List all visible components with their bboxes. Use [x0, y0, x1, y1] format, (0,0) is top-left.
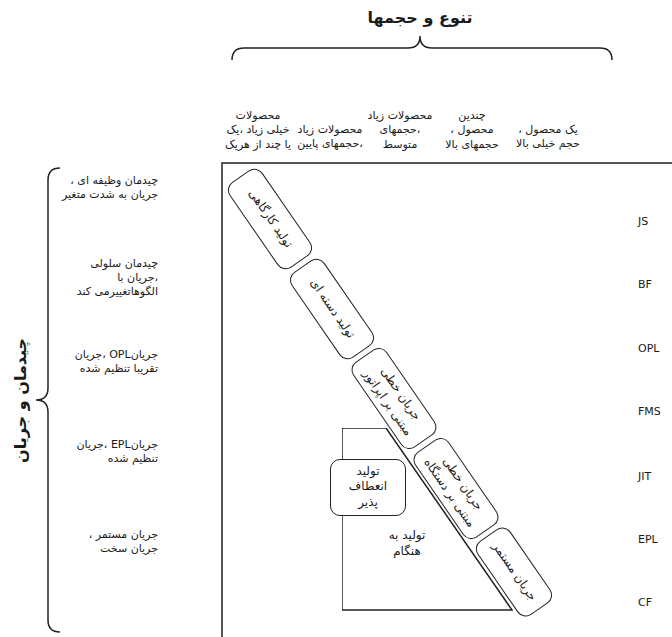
axis-title: چیدمان و جریان	[11, 337, 32, 462]
row-code: JIT	[638, 470, 651, 484]
node-text: تولید دسته ای	[306, 276, 358, 342]
row-label: جریان مستمر ، جریان سخت	[58, 528, 158, 557]
matrix-frame	[222, 163, 672, 637]
process-band: جریان خطی مبتنی بر دستگاه	[410, 434, 503, 543]
node-text: تولید به هنگام	[376, 528, 438, 559]
row-code: EPL	[638, 533, 658, 547]
row-code: OPL	[638, 342, 659, 356]
process-band: جریان مستمر	[472, 524, 556, 621]
column-header: یک محصول ، حجم خیلی بالا	[515, 123, 581, 152]
node-text: تولید انعطاف پذیر	[339, 464, 397, 511]
row-code: FMS	[638, 405, 661, 419]
column-header: محصولات خیلی زیاد ،یک یا چند از هریک	[225, 109, 291, 152]
process-box: تولید انعطاف پذیر	[330, 459, 406, 516]
row-label: جریانEPL ،جریان تنظیم شده	[58, 438, 158, 467]
node-text: تولید کارگاهی	[245, 187, 296, 252]
row-code: JS	[638, 215, 648, 229]
region-shape	[342, 428, 514, 612]
process-band: تولید کارگاهی	[224, 165, 316, 273]
side-brace	[36, 168, 60, 632]
top-brace	[232, 36, 612, 60]
row-label: چیدمان وظیفه ای ، جریان به شدت متغیر	[58, 174, 158, 203]
column-header: چندین محصول ، حجمهای بالا	[439, 109, 505, 152]
axis-title: تنوع و حجمها	[368, 8, 473, 29]
process-band: جریان خطی مبتنی بر اپراتور	[348, 344, 441, 453]
row-code: CF	[638, 596, 652, 610]
column-header: محصولات زیاد ،حجمهای پایین	[297, 123, 363, 152]
row-label: چیدمان سلولی ،جریان با الگوهاتغییرمی کند	[58, 257, 158, 300]
row-label: جریانOPL ،جریان تقریبا تنظیم شده	[58, 348, 158, 377]
region-border	[342, 428, 512, 610]
node-text: جریان خطی مبتنی بر اپراتور	[357, 354, 432, 442]
column-header: محصولات زیاد ،حجمهای متوسط	[367, 109, 433, 152]
row-code: BF	[638, 278, 652, 292]
node-text: جریان مستمر	[488, 540, 539, 605]
node-text: جریان خطی مبتنی بر دستگاه	[419, 444, 494, 532]
process-band: تولید دسته ای	[286, 254, 378, 362]
region-outline: تولید به هنگام	[342, 428, 514, 612]
